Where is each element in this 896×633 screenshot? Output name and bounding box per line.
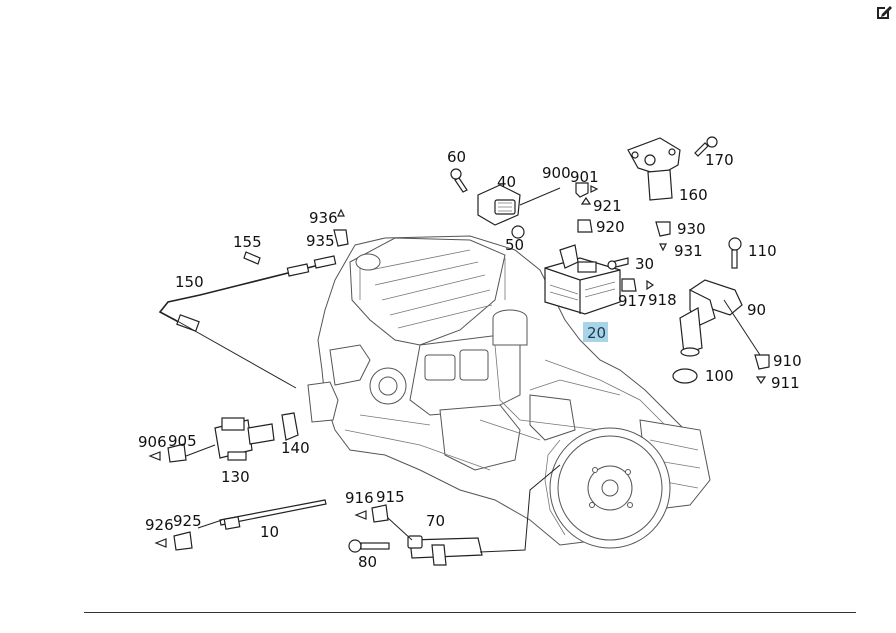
- part-80-screw[interactable]: [348, 539, 390, 553]
- callout-905: 905: [168, 432, 197, 450]
- callout-70: 70: [426, 512, 445, 530]
- part-60-screw[interactable]: [450, 168, 468, 193]
- bottom-divider: [84, 612, 856, 613]
- part-140-gasket[interactable]: [281, 412, 299, 441]
- part-10-glow-plug[interactable]: [219, 499, 327, 530]
- callout-918: 918: [648, 291, 677, 309]
- leader-lines: [171, 187, 761, 553]
- callout-30: 30: [635, 255, 654, 273]
- callout-935: 935: [306, 232, 335, 250]
- callout-130: 130: [221, 468, 250, 486]
- part-20-control-unit[interactable]: [544, 244, 621, 342]
- edit-icon: [877, 6, 892, 19]
- callout-150: 150: [175, 273, 204, 291]
- callout-900: 900: [542, 164, 571, 182]
- small-connectors: [148, 182, 770, 551]
- callout-931: 931: [674, 242, 703, 260]
- callout-911: 911: [771, 374, 800, 392]
- callout-926: 926: [145, 516, 174, 534]
- callout-40: 40: [497, 173, 516, 191]
- part-170-screw[interactable]: [694, 136, 718, 157]
- callout-901: 901: [570, 168, 599, 186]
- callout-155: 155: [233, 233, 262, 251]
- callout-920: 920: [596, 218, 625, 236]
- callout-917: 917: [618, 292, 647, 310]
- part-155-clip[interactable]: [243, 251, 261, 265]
- callout-925: 925: [173, 512, 202, 530]
- callout-170: 170: [705, 151, 734, 169]
- callout-90: 90: [747, 301, 766, 319]
- part-30-screw[interactable]: [607, 257, 629, 270]
- callout-916: 916: [345, 489, 374, 507]
- callout-60: 60: [447, 148, 466, 166]
- part-100-oring[interactable]: [672, 368, 698, 384]
- callout-80: 80: [358, 553, 377, 571]
- part-50-oring[interactable]: [511, 225, 525, 239]
- callout-910: 910: [773, 352, 802, 370]
- callout-915: 915: [376, 488, 405, 506]
- part-160-pressure-sensor[interactable]: [627, 137, 681, 201]
- part-110-screw[interactable]: [728, 237, 742, 269]
- part-130-connector[interactable]: [214, 417, 275, 461]
- callout-110: 110: [748, 242, 777, 260]
- part-40-sensor[interactable]: [477, 184, 521, 226]
- callout-930: 930: [677, 220, 706, 238]
- part-90-sensor[interactable]: [679, 279, 743, 357]
- engine-assembly: [307, 235, 711, 549]
- callout-50: 50: [505, 236, 524, 254]
- callout-921: 921: [593, 197, 622, 215]
- callout-140: 140: [281, 439, 310, 457]
- callout-labels: 60 40 900 901 921 920 50 30 917 918 20 1…: [138, 148, 802, 571]
- callout-20: 20: [587, 324, 606, 342]
- callout-906: 906: [138, 433, 167, 451]
- callout-936: 936: [309, 209, 338, 227]
- callout-160: 160: [679, 186, 708, 204]
- part-70-sensor[interactable]: [407, 535, 483, 566]
- callout-10: 10: [260, 523, 279, 541]
- part-150-exhaust-sensor[interactable]: [158, 255, 337, 332]
- callout-100: 100: [705, 367, 734, 385]
- edit-button[interactable]: [874, 2, 894, 22]
